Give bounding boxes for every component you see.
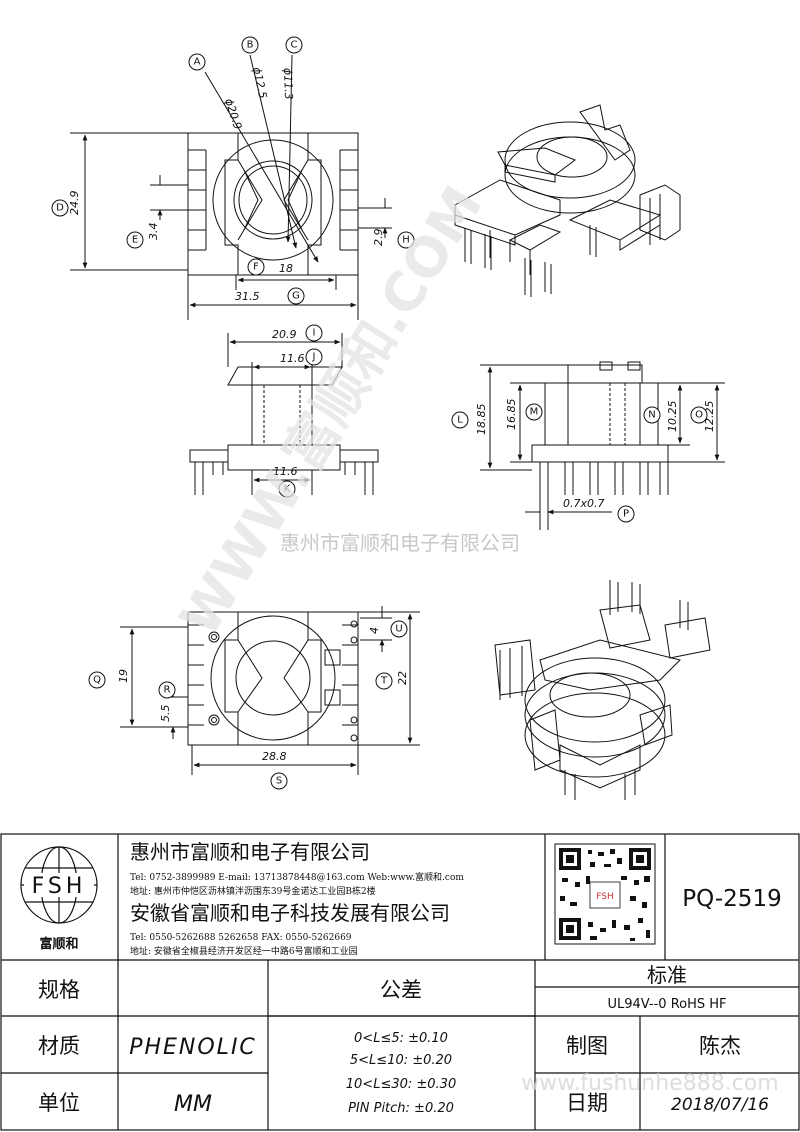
- label-j: J: [312, 352, 316, 363]
- label-s: S: [276, 776, 282, 787]
- label-g: G: [292, 291, 300, 302]
- reference-letters: A B C D E H F G I J K L M N O P Q R T U …: [56, 40, 703, 787]
- dim-r: 5.5: [159, 705, 172, 723]
- dim-k: 11.6: [273, 465, 298, 478]
- company1-contact: Tel: 0752-3899989 E-mail: 13713878448@16…: [130, 871, 464, 883]
- dim-u: 4: [368, 627, 381, 634]
- isometric-view-top: [454, 104, 681, 297]
- watermark-company: 惠州市富顺和电子有限公司: [280, 531, 520, 555]
- reference-labels: [51, 36, 708, 790]
- qr-code: [554, 843, 656, 945]
- label-n: N: [648, 410, 655, 421]
- standard-value: UL94V--0 RoHS HF: [607, 997, 726, 1012]
- tolerance-label: 公差: [380, 978, 422, 1002]
- company2-name: 安徽省富顺和电子科技发展有限公司: [130, 901, 450, 925]
- tolerance-line-2: 5<L≤10: ±0.20: [350, 1053, 452, 1068]
- company1-address: 地址: 惠州市仲恺区沥林镇泮沥围东39号金诺达工业园B栋2楼: [130, 885, 376, 897]
- dim-m: 16.85: [505, 399, 518, 431]
- company1-name: 惠州市富顺和电子有限公司: [130, 840, 370, 864]
- label-m: M: [530, 407, 539, 418]
- dim-t: 22: [396, 671, 409, 685]
- dim-s: 28.8: [262, 750, 287, 763]
- dim-phi-b: ϕ12.5: [250, 66, 269, 100]
- dim-height-total: 24.9: [68, 191, 81, 216]
- dim-g: 31.5: [235, 290, 260, 303]
- dim-h: 2.9: [372, 229, 385, 247]
- label-u: U: [395, 624, 402, 635]
- tolerance-line-1: 0<L≤5: ±0.10: [354, 1031, 448, 1046]
- drafter-value: 陈杰: [699, 1034, 741, 1058]
- dim-phi-a: ϕ20.9: [222, 97, 244, 131]
- label-a: A: [194, 57, 201, 68]
- label-b: B: [247, 40, 254, 51]
- label-l: L: [457, 415, 463, 426]
- label-i: I: [313, 328, 316, 339]
- logo-text: FSH: [32, 874, 87, 899]
- part-number: PQ-2519: [682, 886, 781, 912]
- label-r: R: [164, 685, 171, 696]
- logo-subtitle: 富顺和: [39, 936, 78, 952]
- company2-contact: Tel: 0550-5262688 5262658 FAX: 0550-5262…: [130, 933, 352, 943]
- material-value: PHENOLIC: [129, 1035, 257, 1060]
- label-e: E: [132, 235, 138, 246]
- isometric-view-bottom: [494, 580, 711, 800]
- label-t: T: [380, 676, 388, 687]
- label-p: P: [623, 509, 629, 520]
- front-view: [189, 333, 379, 495]
- unit-value: MM: [174, 1092, 212, 1117]
- material-label: 材质: [38, 1034, 80, 1058]
- label-q: Q: [93, 675, 101, 686]
- unit-label: 单位: [38, 1091, 80, 1115]
- watermark-site: WWW.富顺和.COM: [168, 175, 495, 646]
- dim-f: 18: [279, 262, 293, 275]
- dim-o: 12.25: [703, 401, 716, 433]
- tolerance-line-3: 10<L≤30: ±0.30: [346, 1077, 456, 1092]
- label-o: O: [695, 410, 703, 421]
- watermark-url: www.fushunhe888.com: [521, 1071, 778, 1096]
- spec-label: 规格: [38, 978, 80, 1002]
- company2-address: 地址: 安徽省全椒县经济开发区经一中路6号富顺和工业园: [130, 945, 358, 957]
- drafter-label: 制图: [566, 1034, 608, 1058]
- date-value: 2018/07/16: [671, 1095, 769, 1115]
- dim-l: 18.85: [475, 404, 488, 436]
- label-f: F: [253, 262, 259, 273]
- label-k: K: [284, 484, 291, 495]
- top-view: [70, 54, 392, 320]
- label-c: C: [291, 40, 298, 51]
- dim-q: 19: [117, 669, 130, 683]
- standard-label: 标准: [647, 963, 687, 987]
- dim-p: 0.7x0.7: [563, 497, 605, 510]
- logo-text-bg: [24, 873, 94, 897]
- date-label: 日期: [566, 1091, 608, 1115]
- label-d: D: [56, 203, 64, 214]
- label-h: H: [402, 235, 410, 246]
- dim-n: 10.25: [666, 401, 679, 433]
- title-block: [0, 833, 800, 1131]
- dim-e: 3.4: [147, 223, 160, 241]
- dim-phi-c: ϕ11.3: [281, 68, 295, 100]
- side-view: [480, 361, 725, 530]
- tolerance-line-4: PIN Pitch: ±0.20: [348, 1101, 454, 1116]
- qr-label: FSH: [596, 892, 614, 902]
- dim-i: 20.9: [272, 328, 297, 341]
- dim-j: 11.6: [280, 352, 305, 365]
